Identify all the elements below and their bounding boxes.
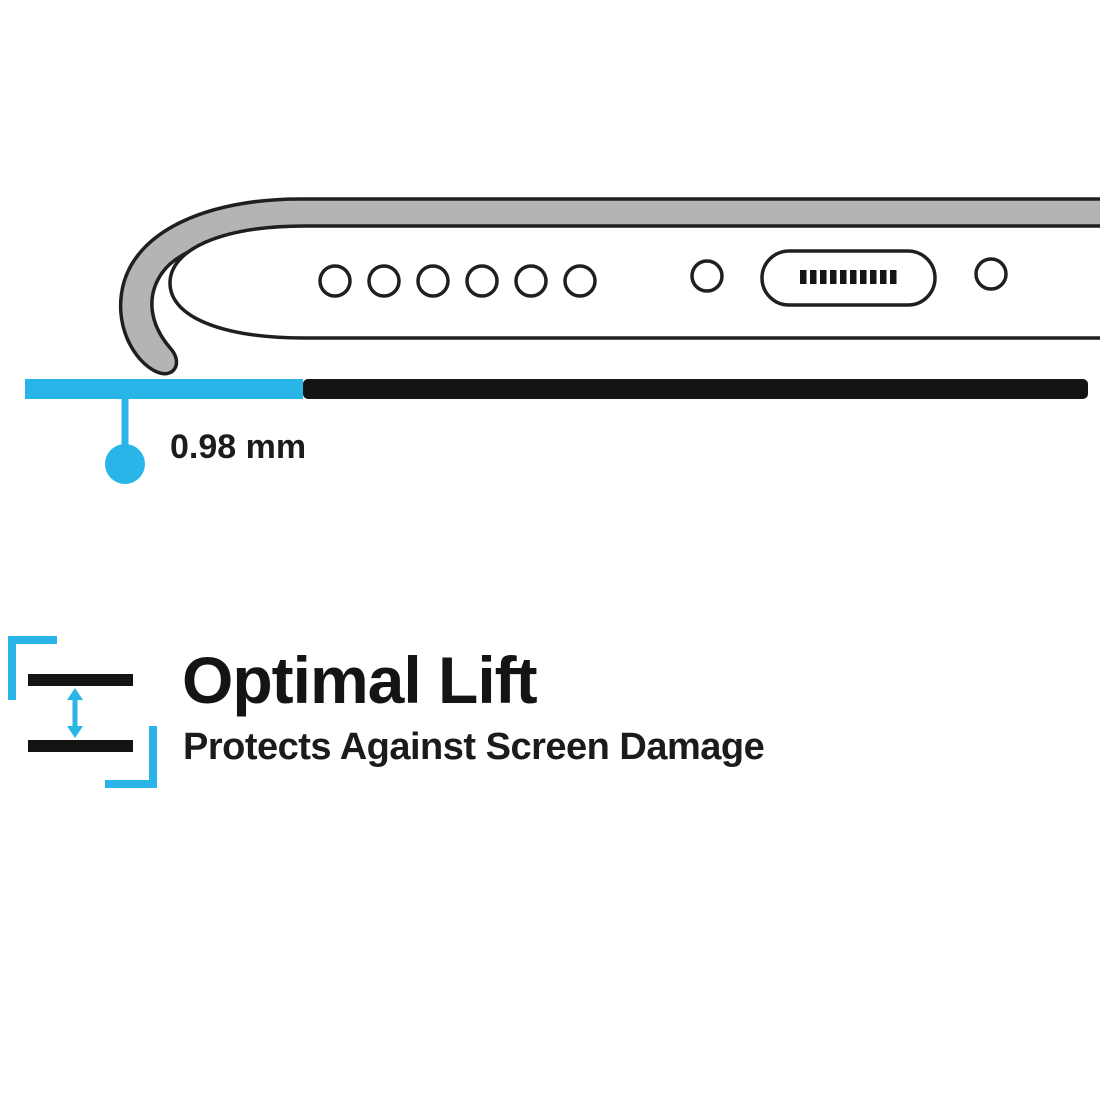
lift-measurement-value: 0.98 mm [170,428,307,466]
speaker-holes-icon [318,264,597,298]
baseline-bar-black [303,379,1088,399]
lift-gap-bar-cyan [25,379,303,399]
lift-icon [8,636,157,788]
double-arrow-icon [67,688,83,738]
corner-bracket-icon [8,636,157,788]
screen-lines-icon [28,674,133,752]
screw-hole-icon [974,257,1008,291]
phone-case-bottom-illustration [25,197,1100,484]
screw-hole-icon [690,259,724,293]
charging-port-icon [760,249,937,307]
measure-pointer-line [121,399,129,451]
feature-subtitle: Protects Against Screen Damage [183,726,765,768]
feature-title: Optimal Lift [182,643,538,717]
phone-body-shape [168,224,1100,340]
measure-pointer-dot [105,444,145,484]
